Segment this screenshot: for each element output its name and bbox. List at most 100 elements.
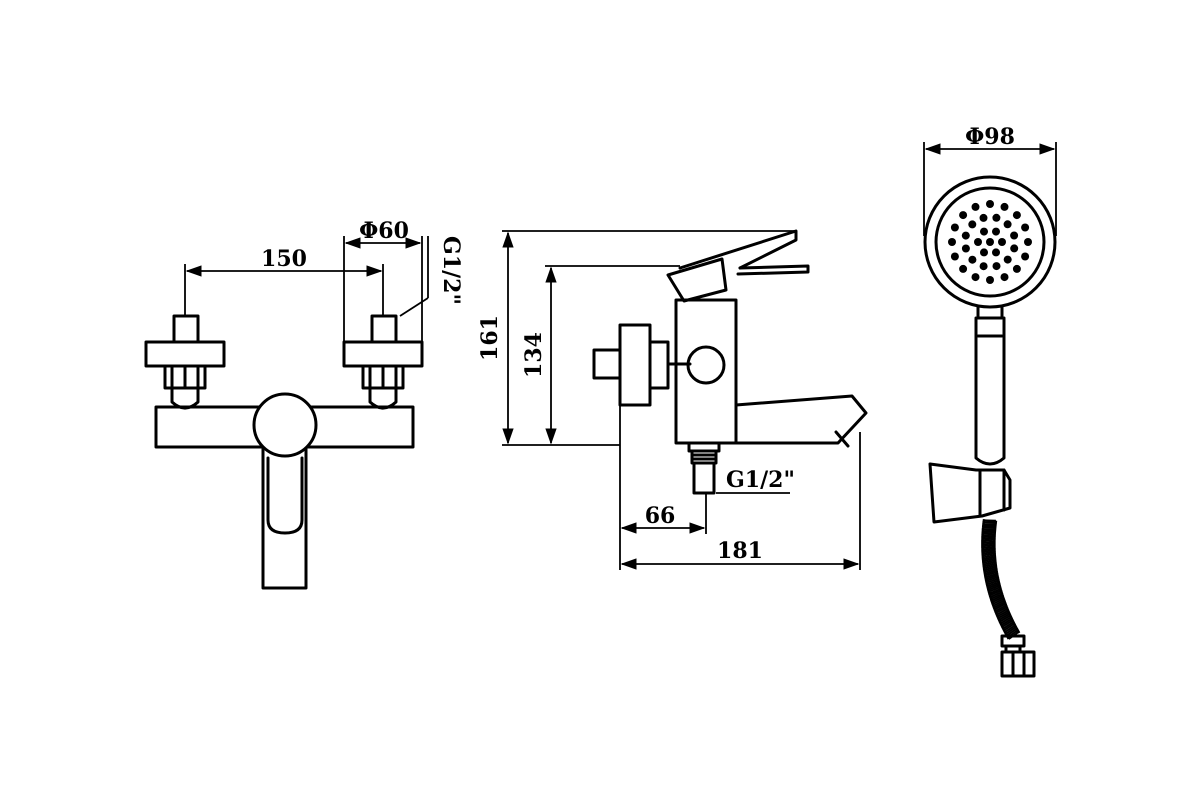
- nozzle-dot: [979, 213, 988, 222]
- side-inlet-pipe: [592, 348, 622, 380]
- lever-hub: [666, 257, 728, 303]
- side-flange: [618, 323, 652, 407]
- nozzle-dot: [986, 276, 994, 284]
- dim-height-total: 161: [477, 230, 796, 446]
- hose-braid: [1006, 627, 1018, 637]
- hose-braid: [982, 545, 995, 550]
- hose-braid: [984, 571, 998, 577]
- shower-head-face: [934, 186, 1046, 298]
- nozzle-dot: [992, 262, 1001, 271]
- hose-braid: [982, 550, 995, 555]
- hose-braid: [985, 574, 998, 580]
- lever-handle: [261, 445, 308, 590]
- nozzle-dot: [1024, 238, 1032, 246]
- side-thread-label: G1/2": [726, 467, 795, 493]
- hose-braid: [986, 579, 999, 586]
- nozzle-dot: [1010, 231, 1019, 240]
- nozzle-dot: [992, 248, 1000, 257]
- hand-shower-set: Φ98: [923, 124, 1057, 678]
- hose-braid: [988, 586, 1001, 593]
- hose-braid: [992, 599, 1005, 607]
- nozzle-dot: [950, 252, 959, 261]
- hose-braid: [983, 561, 996, 566]
- shower-handle: [974, 316, 1006, 466]
- hose-braid: [988, 584, 1001, 591]
- nozzle-dot: [1003, 255, 1012, 264]
- shower-neck: [976, 304, 1004, 320]
- nozzle-dot: [961, 244, 970, 253]
- nozzle-dot: [1010, 244, 1019, 253]
- nozzle-dot: [968, 255, 977, 264]
- nozzle-dot: [974, 238, 982, 246]
- nozzle-dot: [948, 238, 956, 246]
- hose-braid: [990, 591, 1002, 598]
- hose-braid: [982, 533, 995, 537]
- hose-braid: [982, 555, 996, 561]
- dim-flange-diameter: Φ60: [343, 218, 423, 342]
- hose-braid: [982, 538, 995, 542]
- hose-braid: [996, 608, 1008, 616]
- dim-height-total-label: 161: [477, 315, 503, 361]
- front-view: 150 Φ60 G1/2": [144, 218, 464, 590]
- dim-head-diameter-label: Φ98: [965, 124, 1015, 150]
- side-view: 161 134 G1/2" 66 181: [477, 229, 868, 570]
- dim-flange-diameter-label: Φ60: [359, 218, 409, 244]
- nozzle-dot: [998, 238, 1006, 246]
- nozzle-dot: [1000, 273, 1009, 282]
- shower-head-outer: [923, 175, 1057, 309]
- nozzle-dot: [959, 211, 968, 220]
- right-eccentric-connector: [342, 314, 424, 410]
- hose-braid: [993, 601, 1006, 609]
- hose-braid: [1005, 626, 1017, 635]
- nozzle-dot: [986, 238, 994, 246]
- hose-braid: [997, 611, 1010, 619]
- dim-offset-label: 66: [645, 503, 676, 529]
- hose-braid: [1000, 617, 1013, 626]
- hose-braid: [982, 531, 995, 535]
- nozzle-dot: [980, 227, 988, 236]
- hose-braid: [989, 588, 1001, 595]
- dim-spout-reach-label: 181: [717, 538, 763, 564]
- left-eccentric-connector: [144, 314, 226, 410]
- nozzle-dot: [1012, 264, 1021, 273]
- hose-braid: [983, 559, 996, 564]
- thread-callout: G1/2": [399, 236, 464, 317]
- side-body: [674, 298, 738, 445]
- dim-height-spout-label: 134: [521, 332, 547, 378]
- hose-braid: [997, 609, 1009, 618]
- dim-spacing-label: 150: [261, 246, 307, 272]
- hose-braid: [983, 564, 997, 570]
- nozzle-dot: [968, 220, 977, 229]
- hose-braid: [982, 537, 995, 540]
- dim-spout-reach: 181: [620, 432, 861, 570]
- nozzle-dot: [971, 273, 980, 282]
- side-thread-callout: G1/2": [716, 467, 795, 494]
- shower-hose: [981, 518, 1021, 640]
- nozzle-dot: [992, 213, 1001, 222]
- hose-braid: [994, 603, 1006, 611]
- nozzle-dot: [961, 231, 970, 240]
- handle-slot: [266, 456, 304, 535]
- hose-braid: [987, 582, 1000, 589]
- hose-nut: [1000, 650, 1036, 678]
- hose-braid: [1001, 619, 1014, 628]
- nozzle-dot: [1012, 211, 1021, 220]
- hose-braid: [983, 557, 996, 562]
- outlet-pipe: [692, 461, 716, 495]
- hose-braid: [1003, 622, 1015, 632]
- hose-braid: [983, 562, 996, 568]
- hose-braid: [999, 614, 1011, 623]
- hose-braid: [986, 577, 999, 584]
- hose-braid: [992, 598, 1005, 605]
- hose-braid: [982, 547, 995, 551]
- wall-holder: [928, 462, 1012, 524]
- dim-height-spout: 134: [521, 265, 680, 445]
- nozzle-dot: [1003, 220, 1012, 229]
- hose-braid: [982, 552, 995, 557]
- hose-braid: [984, 569, 997, 575]
- hose-braid: [982, 542, 995, 546]
- diverter-knob: [686, 345, 726, 385]
- nozzle-dot: [959, 264, 968, 273]
- hose-braid: [985, 576, 999, 582]
